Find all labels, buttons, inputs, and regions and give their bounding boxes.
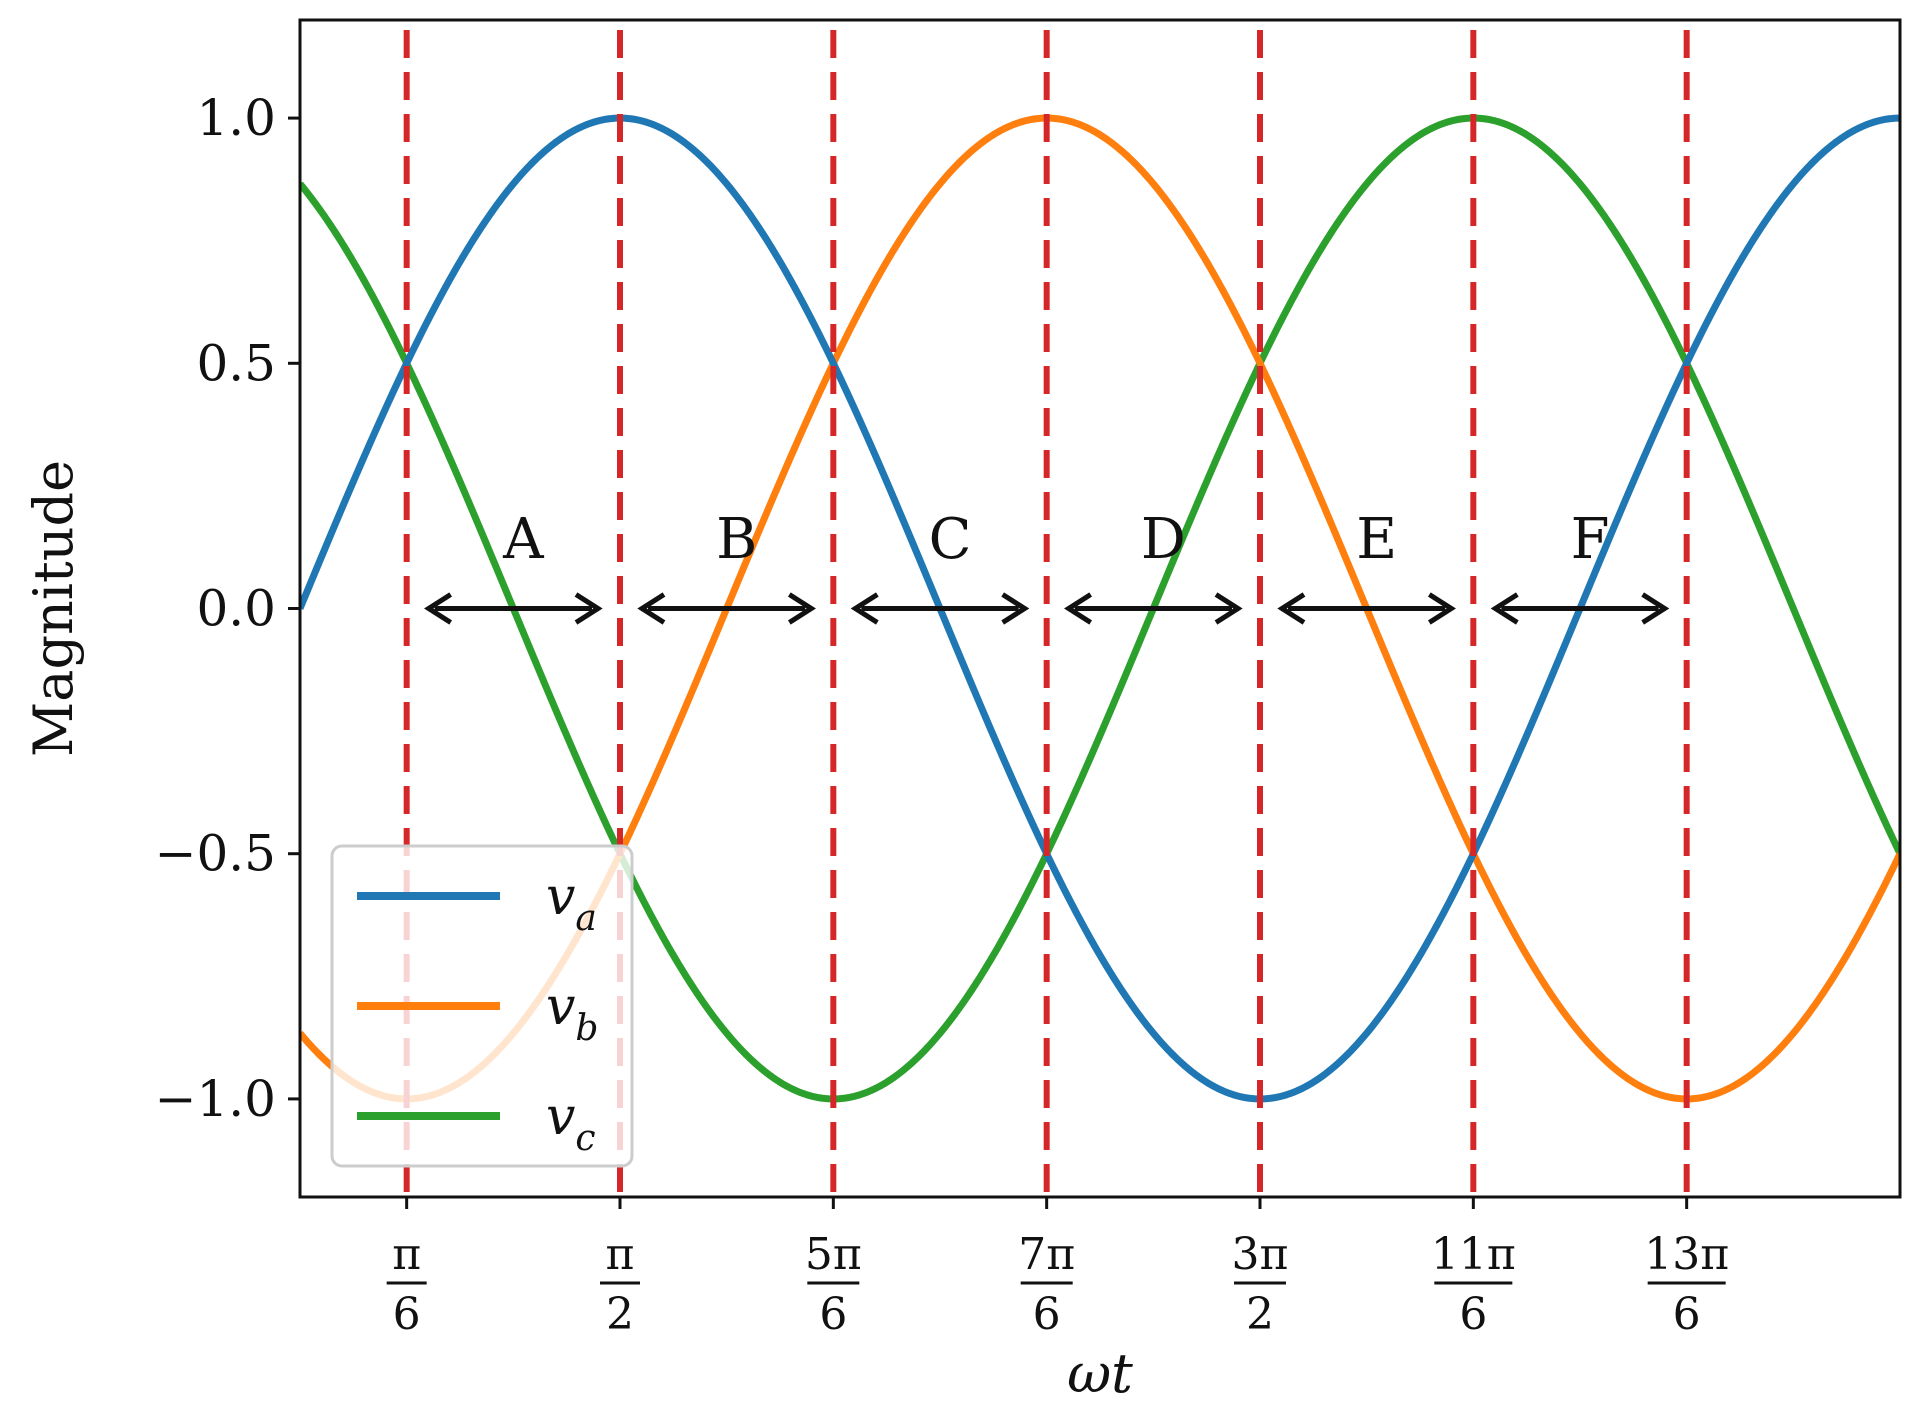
y-axis-ticks: −1.0 −0.5 0.0 0.5 1.0: [155, 89, 300, 1128]
series-line-vc: [300, 114, 1900, 1103]
region-arrowhead-right-a: [574, 592, 603, 625]
x-tick-denominator: 6: [819, 1289, 847, 1340]
series-line-va: [300, 114, 1900, 1103]
region-arrowhead-right-f: [1641, 592, 1670, 625]
region-annotations: A B C D E F: [424, 507, 1670, 625]
region-arrowhead-left-a: [424, 592, 453, 625]
x-tick-numerator: 7π: [1018, 1229, 1075, 1280]
region-arrowhead-right-c: [1001, 592, 1030, 625]
x-tick-denominator: 6: [1033, 1289, 1061, 1340]
region-label-a: A: [502, 507, 544, 572]
y-axis-label: Magnitude: [22, 460, 85, 757]
x-tick-numerator: π: [392, 1229, 421, 1280]
y-tick-label: −0.5: [155, 825, 276, 883]
region-arrowhead-left-f: [1490, 592, 1519, 625]
region-arrowhead-left-d: [1064, 592, 1093, 625]
region-arrowhead-left-c: [850, 592, 879, 625]
x-tick-denominator: 2: [1246, 1289, 1274, 1340]
legend-label-subscript: b: [575, 1008, 598, 1049]
region-label-b: B: [716, 507, 757, 572]
legend-label-subscript: c: [575, 1118, 595, 1159]
y-tick-label: −1.0: [155, 1070, 276, 1128]
x-tick-denominator: 2: [606, 1289, 634, 1340]
region-label-c: C: [929, 507, 972, 572]
x-tick-numerator: 13π: [1644, 1229, 1729, 1280]
x-tick-numerator: π: [606, 1229, 635, 1280]
region-label-f: F: [1571, 507, 1610, 572]
x-tick-denominator: 6: [393, 1289, 421, 1340]
region-arrowhead-left-b: [637, 592, 666, 625]
x-axis-ticks: π 6 π 2 5π 6 7π 6 3π 2 11π 6 13π 6: [386, 1197, 1729, 1340]
x-tick-denominator: 6: [1459, 1289, 1487, 1340]
region-arrowhead-right-e: [1427, 592, 1456, 625]
region-arrowhead-left-e: [1277, 592, 1306, 625]
y-tick-label: 0.5: [196, 334, 276, 392]
x-tick-numerator: 3π: [1232, 1229, 1289, 1280]
region-label-e: E: [1356, 507, 1397, 572]
x-axis-label: ωt: [1067, 1342, 1133, 1405]
x-tick-numerator: 11π: [1431, 1229, 1516, 1280]
y-tick-label: 1.0: [196, 89, 276, 147]
x-tick-denominator: 6: [1673, 1289, 1701, 1340]
legend-label-subscript: a: [575, 898, 596, 939]
x-tick-numerator: 5π: [805, 1229, 862, 1280]
region-arrowhead-right-d: [1214, 592, 1243, 625]
y-tick-label: 0.0: [196, 580, 276, 638]
region-arrowhead-right-b: [787, 592, 816, 625]
region-label-d: D: [1141, 507, 1186, 572]
